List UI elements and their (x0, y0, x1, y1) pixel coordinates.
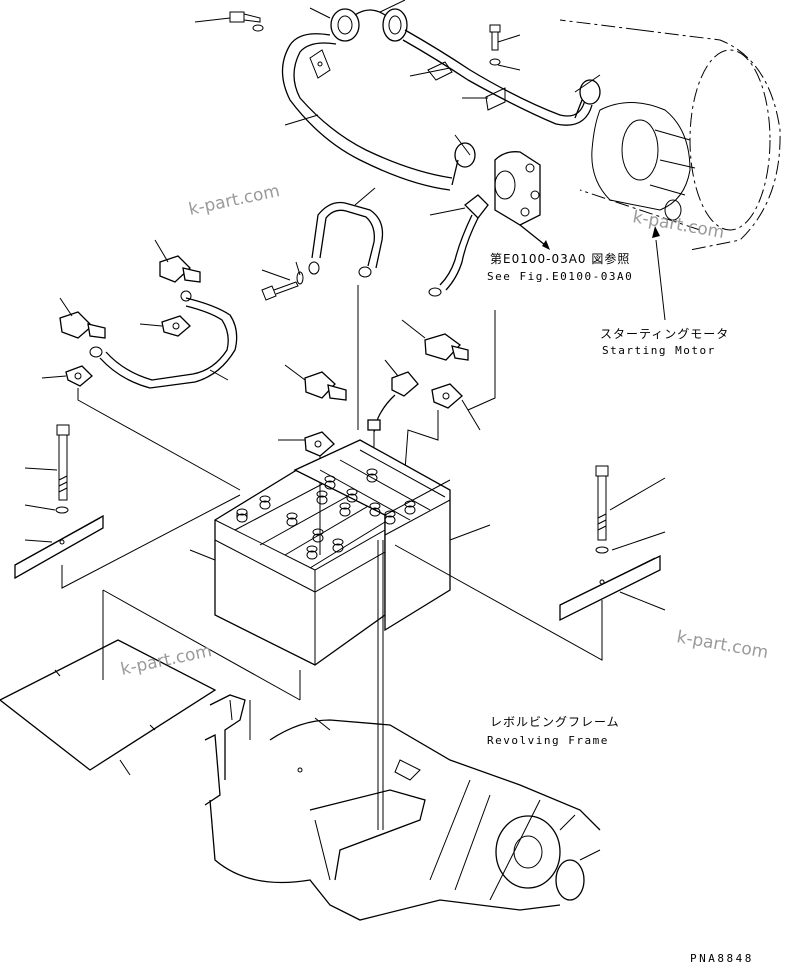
starting-motor-jp-label: スターティングモータ (600, 327, 729, 341)
starter-relay (494, 151, 550, 250)
top-cable-harness (194, 0, 601, 191)
watermark: k-part.com (675, 627, 770, 663)
see-fig-jp-label: 第E0100-03A0 図参照 (490, 251, 630, 266)
left-ground-cable (41, 239, 241, 491)
drawing-code: PNA8848 (690, 952, 754, 965)
revolving-frame (204, 540, 601, 921)
battery-tray (0, 589, 301, 776)
see-fig-en-label: See Fig.E0100-03A0 (487, 270, 633, 283)
starting-motor (559, 19, 781, 251)
watermark: k-part.com (187, 181, 282, 220)
battery-link-cable (261, 187, 384, 430)
right-terminal-cables (278, 310, 496, 471)
battery-right (189, 439, 491, 632)
revolving-frame-en-label: Revolving Frame (487, 734, 609, 747)
starting-motor-en-label: Starting Motor (602, 344, 716, 357)
watermark: k-part.com (631, 207, 726, 243)
revolving-frame-jp-label: レボルビングフレーム (490, 715, 620, 729)
left-hold-down (14, 424, 241, 589)
relay-cable (428, 194, 489, 297)
right-hold-down (394, 465, 666, 661)
